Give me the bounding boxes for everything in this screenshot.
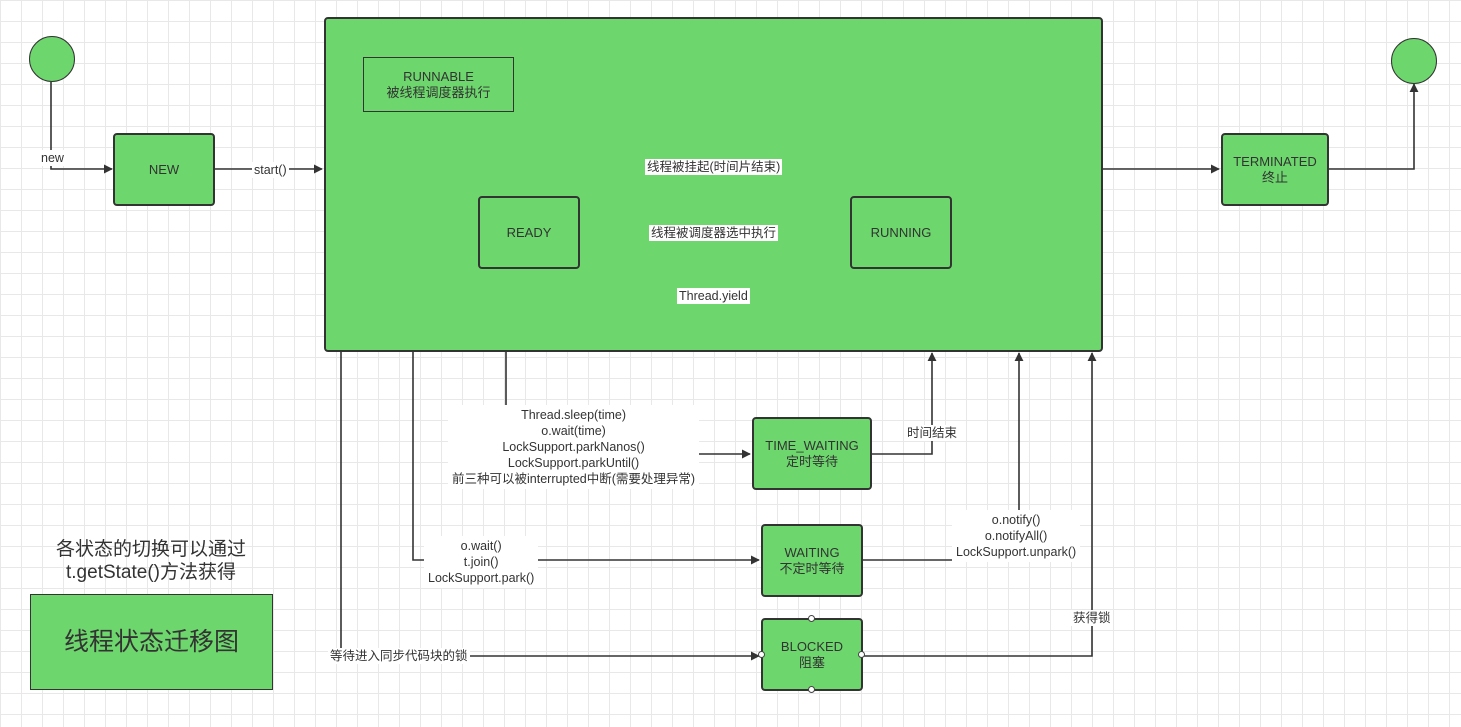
wait-call-join: t.join() — [463, 555, 499, 569]
edge-acquire-lock — [862, 352, 1097, 657]
runnable-title-box: RUNNABLE 被线程调度器执行 — [363, 57, 514, 112]
wait-call-park: LockSupport.park() — [428, 571, 535, 585]
edge-label-notify-calls: o.notify() o.notifyAll() LockSupport.unp… — [952, 510, 1081, 562]
blocked-subtitle: 阻塞 — [798, 654, 825, 670]
runnable-title: RUNNABLE — [403, 68, 474, 84]
blocked-port-left — [758, 651, 765, 658]
terminated-title: TERMINATED — [1233, 153, 1317, 169]
running-state-label: RUNNING — [870, 224, 932, 240]
edge-label-wait-calls: o.wait() t.join() LockSupport.park() — [424, 536, 539, 588]
time-waiting-subtitle: 定时等待 — [785, 453, 838, 469]
edge-label-new: new — [39, 150, 66, 166]
blocked-port-right — [858, 651, 865, 658]
blocked-port-top — [808, 615, 815, 622]
edge-label-suspended: 线程被挂起(时间片结束) — [645, 159, 783, 175]
timed-call-sleep: Thread.sleep(time) — [521, 408, 626, 422]
timed-call-note: 前三种可以被interrupted中断(需要处理异常) — [452, 472, 696, 486]
edge-new — [50, 82, 113, 174]
terminated-state: TERMINATED 终止 — [1221, 133, 1329, 206]
runnable-subtitle: 被线程调度器执行 — [386, 84, 491, 100]
edge-end — [1328, 83, 1419, 170]
edge-label-timed-calls: Thread.sleep(time) o.wait(time) LockSupp… — [448, 405, 700, 489]
edge-label-yield: Thread.yield — [677, 288, 750, 304]
ready-state: READY — [478, 196, 580, 269]
timed-call-wait: o.wait(time) — [541, 424, 606, 438]
waiting-title: WAITING — [784, 544, 840, 560]
ready-state-label: READY — [506, 224, 552, 240]
note-line-2: t.getState()方法获得 — [66, 562, 236, 583]
waiting-state: WAITING 不定时等待 — [761, 524, 863, 597]
time-waiting-title: TIME_WAITING — [765, 437, 859, 453]
edge-label-time-up: 时间结束 — [905, 425, 960, 441]
notify-call-unpark: LockSupport.unpark() — [956, 545, 1077, 559]
blocked-title: BLOCKED — [780, 638, 844, 654]
timed-call-park-until: LockSupport.parkUntil() — [507, 456, 640, 470]
waiting-subtitle: 不定时等待 — [779, 560, 845, 576]
edge-time-up — [871, 352, 937, 455]
notify-call-notify: o.notify() — [991, 513, 1041, 527]
new-state: NEW — [113, 133, 215, 206]
diagram-title: 线程状态迁移图 — [63, 628, 239, 656]
time-waiting-state: TIME_WAITING 定时等待 — [752, 417, 872, 490]
notify-call-notify-all: o.notifyAll() — [984, 529, 1048, 543]
note-line-1: 各状态的切换可以通过 — [55, 539, 246, 560]
edge-wait — [412, 352, 760, 565]
wait-call-wait: o.wait() — [460, 539, 502, 553]
new-state-label: NEW — [148, 161, 180, 177]
terminated-subtitle: 终止 — [1261, 169, 1288, 185]
end-node — [1391, 38, 1437, 84]
blocked-port-bottom — [808, 686, 815, 693]
blocked-state: BLOCKED 阻塞 — [761, 618, 863, 691]
edge-label-acquire-lock: 获得锁 — [1071, 610, 1113, 626]
timed-call-park-nanos: LockSupport.parkNanos() — [502, 440, 645, 454]
edge-label-start: start() — [252, 162, 289, 178]
edge-label-selected: 线程被调度器选中执行 — [649, 225, 779, 241]
edge-wait-lock — [340, 352, 760, 661]
start-node — [29, 36, 75, 82]
diagram-title-box: 线程状态迁移图 — [30, 594, 273, 690]
running-state: RUNNING — [850, 196, 952, 269]
state-query-note: 各状态的切换可以通过 t.getState()方法获得 — [40, 538, 262, 584]
edge-label-wait-lock: 等待进入同步代码块的锁 — [328, 648, 470, 664]
